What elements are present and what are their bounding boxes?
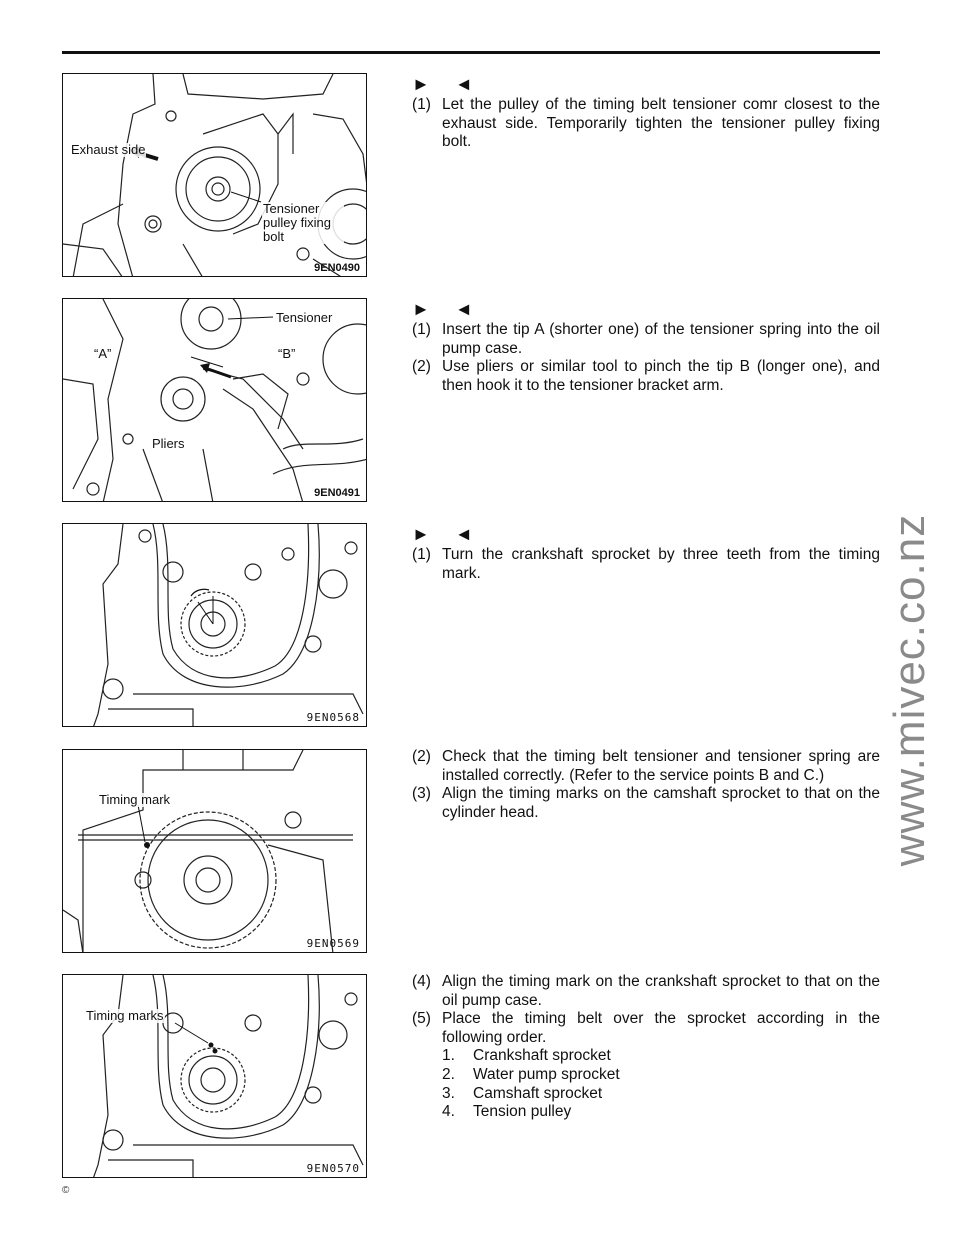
label-timing-marks: Timing marks xyxy=(85,1008,165,1023)
step-number: (1) xyxy=(412,546,431,563)
step: (3) Align the timing marks on the camsha… xyxy=(412,785,880,822)
engine-illustration-2 xyxy=(63,299,366,501)
step-number: (1) xyxy=(412,321,431,338)
copyright-mark: © xyxy=(62,1185,70,1196)
list-item-number: 3. xyxy=(442,1084,455,1102)
belt-order-list: 1. Crankshaft sprocket 2. Water pump sproc… xyxy=(412,1047,880,1121)
step-text: Align the timing mark on the crankshaft … xyxy=(442,973,880,1009)
figure-code: 9EN0568 xyxy=(306,711,360,724)
section-belt-order: (4) Align the timing mark on the cranksh… xyxy=(412,973,880,1122)
step-text: Turn the crankshaft sprocket by three te… xyxy=(442,546,880,582)
step: (2) Check that the timing belt tensioner… xyxy=(412,748,880,785)
label-tip-a: “A” xyxy=(93,346,113,361)
service-point-marker: ► ◄ xyxy=(412,74,483,94)
figure-timing-belt: Timing marks 9EN0570 xyxy=(62,974,367,1178)
step: (2) Use pliers or similar tool to pinch … xyxy=(412,358,880,395)
figure-code: 9EN0569 xyxy=(306,937,360,950)
figure-code: 9EN0490 xyxy=(314,262,360,274)
label-exhaust-side: Exhaust side xyxy=(70,142,147,157)
list-item-text: Crankshaft sprocket xyxy=(473,1047,611,1065)
section-tensioner-install: ► ◄ (1) Let the pulley of the timing bel… xyxy=(412,74,880,152)
step-number: (2) xyxy=(412,748,431,765)
label-pliers: Pliers xyxy=(151,436,186,451)
section-timing-belt-install: ► ◄ (1) Turn the crankshaft sprocket by … xyxy=(412,524,880,583)
step-number: (2) xyxy=(412,358,431,376)
step: (5) Place the timing belt over the sproc… xyxy=(412,1010,880,1047)
engine-illustration-4 xyxy=(63,750,353,952)
engine-illustration-5 xyxy=(93,975,364,1177)
engine-illustration-1 xyxy=(63,74,366,276)
step: (4) Align the timing mark on the cranksh… xyxy=(412,973,880,1010)
top-rule xyxy=(62,51,880,54)
step-text: Let the pulley of the timing belt tensio… xyxy=(442,96,880,151)
figure-tensioner-spring: Tensioner “A” “B” Pliers 9EN0491 xyxy=(62,298,367,502)
figure-camshaft-sprocket: Timing mark 9EN0569 xyxy=(62,749,367,953)
label-tip-b: “B” xyxy=(277,346,297,361)
figure-code: 9EN0491 xyxy=(314,487,360,499)
list-item-number: 4. xyxy=(442,1103,455,1121)
step-text: Place the timing belt over the sprocket … xyxy=(442,1010,880,1046)
list-item-number: 2. xyxy=(442,1065,455,1083)
label-tensioner: Tensioner xyxy=(275,310,334,325)
list-item-text: Camshaft sprocket xyxy=(473,1084,603,1102)
list-item-text: Tension pulley xyxy=(473,1103,572,1121)
list-item: 4. Tension pulley xyxy=(442,1103,880,1122)
step: (1) Let the pulley of the timing belt te… xyxy=(412,96,880,152)
label-tensioner-pulley-fixing-bolt: Tensioner pulley fixing bolt xyxy=(262,202,344,244)
step-number: (1) xyxy=(412,96,431,113)
service-point-marker: ► ◄ xyxy=(412,299,483,319)
list-item-number: 1. xyxy=(442,1047,455,1065)
list-item-text: Water pump sprocket xyxy=(473,1065,620,1083)
service-point-marker: ► ◄ xyxy=(412,524,483,544)
step-text: Use pliers or similar tool to pinch the … xyxy=(442,358,880,394)
section-timing-check: (2) Check that the timing belt tensioner… xyxy=(412,748,880,822)
watermark: www.mivec.co.nz xyxy=(885,513,934,867)
label-timing-mark: Timing mark xyxy=(98,792,172,807)
figure-code: 9EN0570 xyxy=(306,1162,360,1175)
figure-crankshaft-sprocket: 9EN0568 xyxy=(62,523,367,727)
engine-illustration-3 xyxy=(93,524,364,726)
step-number: (4) xyxy=(412,973,431,990)
step: (1) Insert the tip A (shorter one) of th… xyxy=(412,321,880,358)
step: (1) Turn the crankshaft sprocket by thre… xyxy=(412,546,880,583)
step-text: Check that the timing belt tensioner and… xyxy=(442,748,880,784)
list-item: 1. Crankshaft sprocket xyxy=(442,1047,880,1066)
step-number: (5) xyxy=(412,1010,431,1028)
step-number: (3) xyxy=(412,785,431,803)
list-item: 3. Camshaft sprocket xyxy=(442,1085,880,1104)
figure-tensioner-pulley: Exhaust side Tensioner pulley fixing bol… xyxy=(62,73,367,277)
list-item: 2. Water pump sprocket xyxy=(442,1066,880,1085)
step-text: Insert the tip A (shorter one) of the te… xyxy=(442,321,880,357)
section-tensioner-spring: ► ◄ (1) Insert the tip A (shorter one) o… xyxy=(412,299,880,395)
step-text: Align the timing marks on the camshaft s… xyxy=(442,785,880,821)
